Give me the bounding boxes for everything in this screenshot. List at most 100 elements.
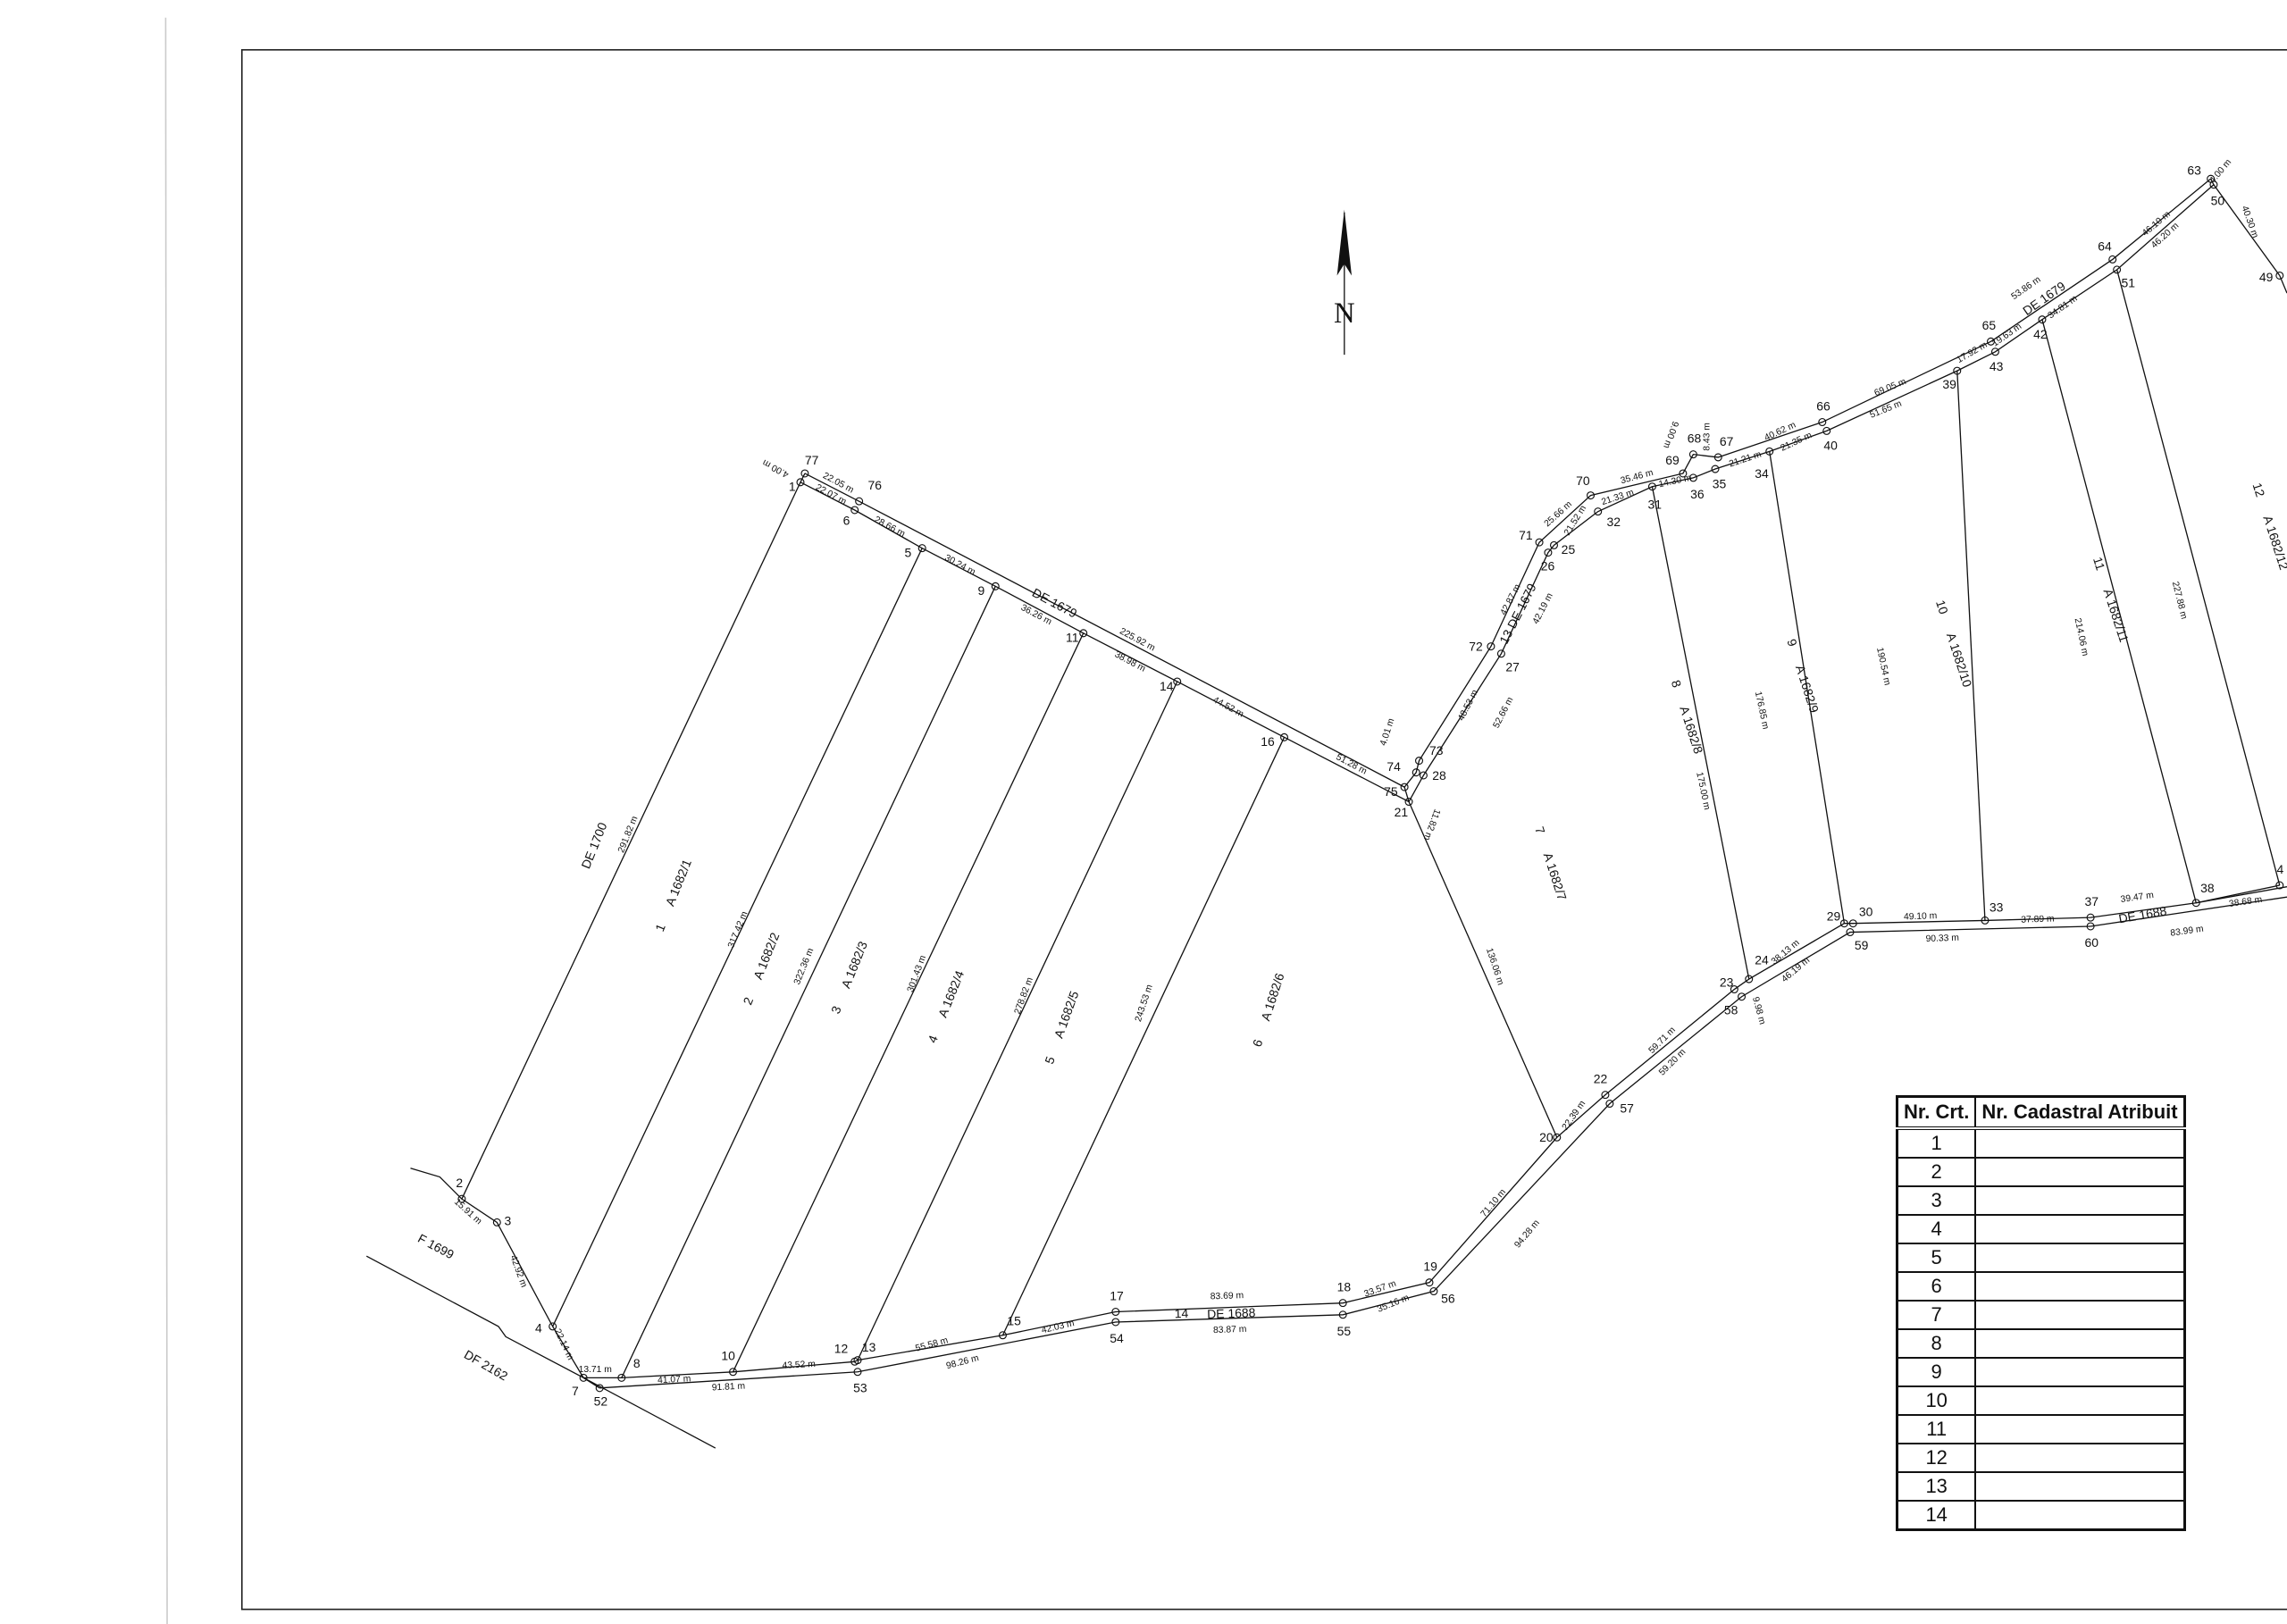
survey-point-marker [1818, 418, 1827, 427]
survey-point-label: 15 [1007, 1313, 1021, 1327]
cadastral-number-cell[interactable] [1974, 1214, 2186, 1244]
parcel-cadastral-id: A 1682/8 [1677, 704, 1705, 756]
parcel-label: 10A 1682/10 [1933, 599, 1975, 689]
row-number: 6 [1896, 1271, 1977, 1302]
road-label: DF 2162 [462, 1347, 511, 1384]
survey-point-label: 63 [2187, 163, 2201, 177]
distance-label: 55.58 m [915, 1335, 950, 1353]
survey-point-marker [855, 497, 864, 506]
distance-label: 14.30 m [1658, 473, 1693, 490]
adjacent-boundary-line [410, 1168, 463, 1200]
survey-point-marker [1111, 1318, 1120, 1327]
survey-point-label: 38 [2200, 881, 2215, 895]
survey-point-label: 65 [1982, 318, 1997, 332]
distance-label: 15.91 m [452, 1197, 483, 1226]
parcel-cadastral-id: A 1682/6 [1258, 971, 1286, 1023]
distance-label: 98.26 m [945, 1353, 980, 1371]
boundary-line [800, 473, 806, 483]
parcel-label: 11A 1682/11 [2090, 556, 2132, 645]
parcel-cadastral-id: A 1682/5 [1051, 989, 1082, 1040]
parcel-cadastral-id: A 1682/4 [935, 968, 968, 1019]
survey-point-marker [1549, 540, 1558, 549]
survey-point-marker [2108, 255, 2117, 264]
boundary-line [599, 925, 2091, 1389]
distance-label: 13.71 m [579, 1365, 612, 1375]
cadastral-number-cell[interactable] [1974, 1471, 2186, 1502]
boundary-line [1408, 801, 1558, 1138]
road-label: DE 1688 [2117, 903, 2167, 925]
cadastral-number-cell[interactable] [1974, 1271, 2186, 1302]
survey-point-marker [2275, 881, 2284, 890]
parcel-number: 9 [1784, 637, 1800, 649]
distance-label: 291.82 m [616, 815, 640, 854]
survey-point-marker [1688, 473, 1697, 482]
cadastral-number-cell[interactable] [1974, 1500, 2186, 1531]
cadastral-number-cell[interactable] [1974, 1385, 2186, 1416]
row-number: 14 [1896, 1500, 1977, 1531]
survey-point-marker [1535, 538, 1544, 547]
cadastral-number-cell[interactable] [1974, 1157, 2186, 1187]
row-number: 3 [1896, 1185, 1977, 1216]
survey-point-label: 50 [2211, 194, 2225, 208]
survey-point-label: 51 [2122, 276, 2136, 290]
survey-point-label: 72 [1469, 640, 1483, 654]
boundary-line [1403, 786, 1410, 802]
survey-point-marker [2191, 899, 2200, 908]
boundary-lines [365, 178, 2287, 1449]
table-row: 8 [1896, 1328, 2186, 1359]
survey-point-marker [492, 1218, 501, 1226]
survey-point-marker [1822, 426, 1831, 435]
adjacent-boundary-line [2196, 886, 2287, 904]
boundary-line [1001, 737, 1286, 1336]
parcel-number: 6 [1250, 1037, 1266, 1049]
road-label: F 1699 [415, 1231, 457, 1262]
distance-label: 94.28 m [1512, 1218, 1541, 1251]
distance-label: 35.46 m [1620, 468, 1655, 486]
cadastral-number-cell[interactable] [1974, 1357, 2186, 1387]
cadastral-number-cell[interactable] [1974, 1414, 2186, 1444]
distance-label: 8.43 m [1702, 423, 1712, 451]
survey-point-marker [1496, 649, 1505, 658]
survey-point-label: 24 [1755, 953, 1769, 967]
cadastral-number-cell[interactable] [1974, 1185, 2186, 1216]
parcel-number: 1 [652, 922, 668, 933]
survey-point-label: 60 [2085, 935, 2099, 950]
cadastral-number-cell[interactable] [1974, 1127, 2186, 1159]
survey-point-label: 40 [1823, 439, 1838, 453]
survey-point-label: 64 [2098, 239, 2112, 254]
distance-label: 317.42 m [726, 910, 750, 950]
survey-point-marker [1713, 453, 1722, 462]
row-number: 1 [1896, 1127, 1977, 1159]
distance-label: 69.05 m [1873, 377, 1908, 398]
cadastral-number-cell[interactable] [1974, 1243, 2186, 1273]
adjacent-boundary-line [365, 1255, 716, 1449]
row-number: 9 [1896, 1357, 1977, 1387]
cadastral-number-cell[interactable] [1974, 1443, 2186, 1473]
row-number: 2 [1896, 1157, 1977, 1187]
survey-point-label: 37 [2085, 894, 2099, 908]
parcel-label: 3A 1682/3 [828, 939, 870, 1016]
survey-point-marker [1730, 985, 1738, 994]
distance-label: 28.66 m [873, 515, 907, 540]
boundary-line [2116, 269, 2281, 886]
parcel-number: 2 [740, 995, 756, 1007]
distance-label: 52.66 m [1492, 696, 1516, 730]
survey-point-label: 68 [1688, 431, 1702, 446]
survey-point-label: 11 [1066, 631, 1079, 645]
cadastral-number-cell[interactable] [1974, 1300, 2186, 1330]
survey-point-marker [853, 1356, 862, 1365]
table-row: 14 [1896, 1500, 2186, 1531]
boundary-line [461, 481, 801, 1389]
survey-point-marker [1765, 447, 1774, 456]
survey-point-label: 4 [535, 1320, 542, 1335]
survey-point-marker [1425, 1278, 1434, 1287]
survey-point-marker [1419, 771, 1428, 780]
cadastral-number-cell[interactable] [1974, 1328, 2186, 1359]
north-arrow-head [1336, 209, 1353, 276]
survey-point-label: 9 [978, 583, 985, 598]
survey-point-label: 54 [1110, 1331, 1124, 1345]
parcel-label: 9A 1682/9 [1784, 637, 1822, 715]
survey-point-marker [1412, 768, 1420, 777]
distance-label: 49.10 m [1904, 911, 1938, 922]
